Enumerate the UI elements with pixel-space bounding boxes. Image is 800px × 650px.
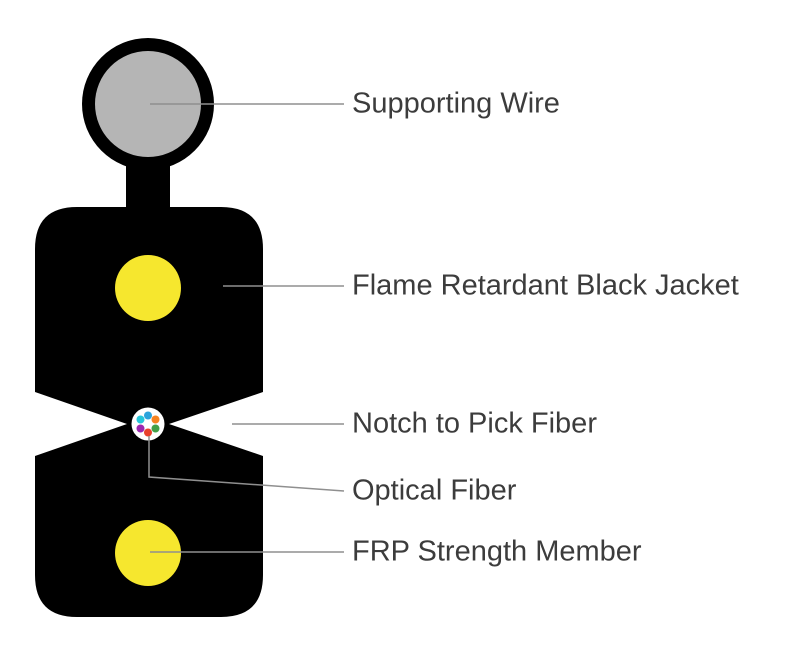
label-supporting-wire: Supporting Wire [352, 87, 560, 120]
label-frp-strength-member: FRP Strength Member [352, 535, 642, 568]
fiber-dot [144, 411, 152, 420]
fiber-dot [151, 415, 160, 424]
label-flame-retardant-black-jacket: Flame Retardant Black Jacket [352, 269, 739, 302]
label-notch-to-pick-fiber: Notch to Pick Fiber [352, 407, 597, 440]
fiber-dot [144, 428, 152, 437]
frp-strength-member-bottom-circle [115, 520, 181, 586]
fiber-dot [136, 415, 145, 424]
fiber-dot [136, 424, 145, 433]
supporting-wire-core [95, 51, 201, 157]
frp-strength-member-top-circle [115, 255, 181, 321]
label-optical-fiber: Optical Fiber [352, 474, 517, 507]
leader-line-optical-fiber [148, 436, 345, 492]
fiber-dot [151, 424, 160, 433]
